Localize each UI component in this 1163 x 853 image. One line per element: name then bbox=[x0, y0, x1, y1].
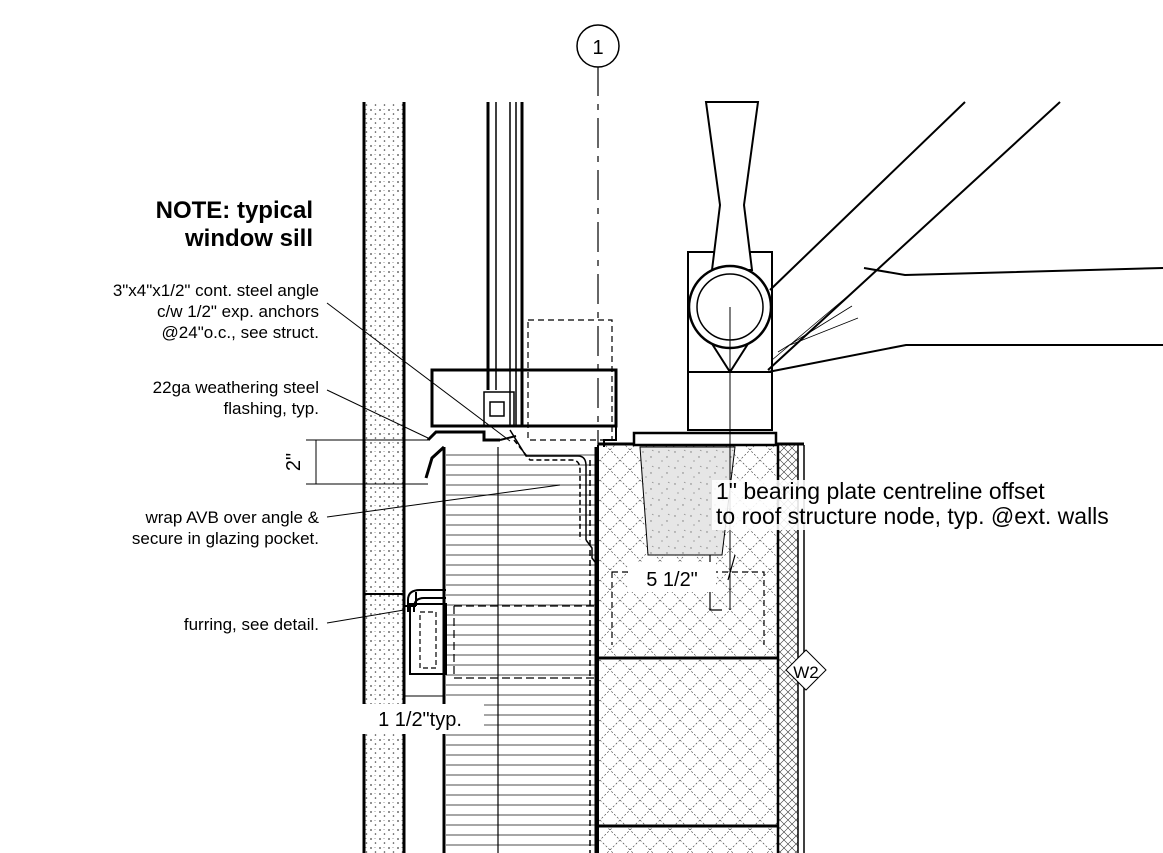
bearing-note-line1: 1" bearing plate centreline offset bbox=[716, 478, 1045, 504]
dim-5-5in: 5 1/2" bbox=[646, 569, 698, 591]
leaders bbox=[326, 302, 561, 624]
grid-tag: 1 bbox=[592, 37, 603, 59]
bearing-note-line2: to roof structure node, typ. @ext. walls bbox=[716, 503, 1109, 529]
grid-line-1 bbox=[576, 24, 620, 853]
steel-angle-flashing bbox=[424, 429, 599, 567]
dim-flashing-height bbox=[306, 439, 428, 485]
flashing-line1: 22ga weathering steel bbox=[153, 378, 319, 397]
bearing-pad-concrete bbox=[639, 446, 736, 556]
window-frame bbox=[430, 102, 618, 447]
flashing-line2: flashing, typ. bbox=[224, 399, 319, 418]
bearing-plate bbox=[632, 431, 778, 447]
furring bbox=[364, 589, 596, 679]
avb-line1: wrap AVB over angle & bbox=[144, 508, 319, 527]
note-title-line1: NOTE: typical bbox=[156, 197, 313, 224]
structural-wall bbox=[442, 447, 598, 853]
roof-structure bbox=[687, 101, 1163, 610]
wall-tag: W2 bbox=[793, 663, 819, 682]
avb-line2: secure in glazing pocket. bbox=[132, 529, 319, 548]
note-title-line2: window sill bbox=[184, 225, 313, 252]
furring-label: furring, see detail. bbox=[184, 615, 319, 634]
wall-tag-diamond bbox=[785, 649, 827, 691]
dim-1-5in: 1 1/2"typ. bbox=[378, 709, 462, 731]
steel-angle-line1: 3"x4"x1/2" cont. steel angle bbox=[113, 281, 319, 300]
steel-angle-line2: c/w 1/2" exp. anchors bbox=[157, 302, 319, 321]
steel-angle-line3: @24"o.c., see struct. bbox=[162, 323, 319, 342]
exterior-cladding bbox=[362, 102, 406, 853]
dim-2in: 2" bbox=[283, 453, 305, 471]
